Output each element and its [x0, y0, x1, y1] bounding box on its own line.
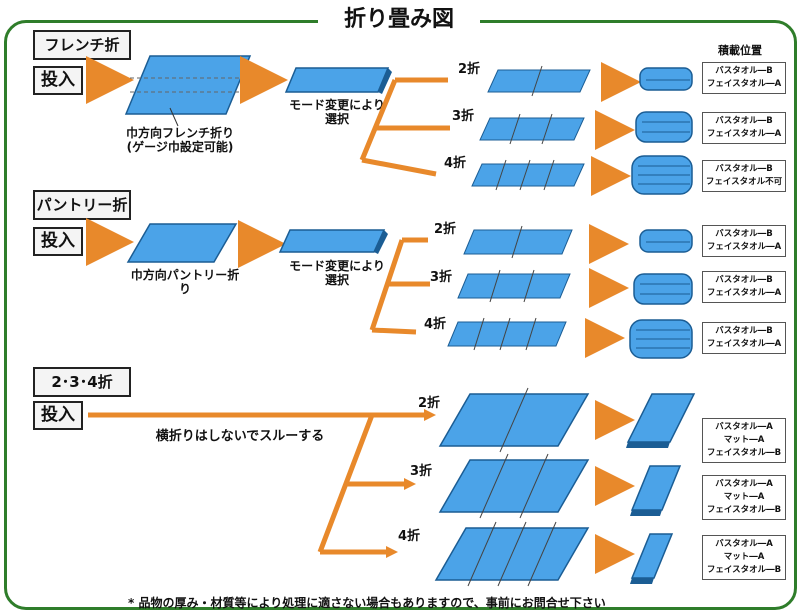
- pantry-mode-note: モード変更により 選択: [289, 259, 385, 287]
- dest-line: フェイスタオル―A: [706, 79, 782, 89]
- pantry-fold-2-strip: [463, 225, 573, 259]
- french-branch-lines: [359, 77, 450, 177]
- dest-line: バスタオル―B: [715, 326, 773, 336]
- dest-line: バスタオル―B: [715, 229, 773, 239]
- pantry-fold-4-strip: [447, 317, 567, 351]
- dest-line: バスタオル―B: [715, 66, 773, 76]
- multi-through-note: 横折りはしないでスルーする: [155, 429, 325, 444]
- dest-pantry-3: バスタオル―B フェイスタオル―A: [702, 271, 786, 303]
- multi-fold-2-label: 2折: [418, 396, 441, 411]
- dest-line: バスタオル―A: [715, 479, 773, 489]
- french-fold-2-strip: [487, 65, 591, 97]
- pantry-folded-strip: [278, 229, 388, 254]
- pantry-fold-4-label: 4折: [424, 317, 447, 332]
- dest-french-2: バスタオル―B フェイスタオル―A: [702, 62, 786, 94]
- dest-line: マット―A: [723, 552, 765, 562]
- dest-multi-3: バスタオル―A マット―A フェイスタオル―B: [702, 475, 786, 520]
- multi-stack-2: [626, 393, 696, 448]
- dest-french-3: バスタオル―B フェイスタオル―A: [702, 112, 786, 144]
- pantry-stack-3: [633, 273, 693, 305]
- pantry-fold-2-label: 2折: [434, 222, 457, 237]
- multi-fold-4-label: 4折: [398, 529, 421, 544]
- multi-fold-3-label: 3折: [410, 464, 433, 479]
- dest-line: バスタオル―B: [715, 116, 773, 126]
- pantry-branch-lines: [369, 237, 430, 335]
- pantry-fold-3-strip: [457, 269, 571, 303]
- loading-position-header: 積載位置: [718, 44, 762, 57]
- dest-line: バスタオル―A: [715, 422, 773, 432]
- multi-stack-3: [630, 465, 682, 516]
- pantry-fold-section-label: パントリー折: [33, 190, 131, 220]
- multi-fold-2-sheet: [438, 387, 590, 453]
- dest-multi-4: バスタオル―A マット―A フェイスタオル―B: [702, 535, 786, 580]
- diagram-title: 折り畳み図: [318, 4, 480, 36]
- pantry-flat-sheet: [126, 223, 238, 263]
- multi-fold-section-label: 2･3･4折: [33, 367, 131, 397]
- dest-french-4: バスタオル―B フェイスタオル不可: [702, 160, 786, 192]
- french-stack-4: [631, 155, 693, 195]
- french-stack-2: [639, 67, 693, 91]
- dest-pantry-2: バスタオル―B フェイスタオル―A: [702, 225, 786, 257]
- french-folded-strip: [284, 67, 392, 94]
- french-fold-caption: 巾方向フレンチ折り (ゲージ巾設定可能): [125, 126, 234, 154]
- dest-line: バスタオル―A: [715, 539, 773, 549]
- french-input-box: 投入: [33, 66, 83, 95]
- multi-out-arrows: [595, 400, 635, 574]
- dest-line: フェイスタオル―A: [706, 339, 782, 349]
- pantry-stack-2: [639, 229, 693, 253]
- french-out-arrows: [591, 62, 641, 196]
- pantry-stack-4: [629, 319, 693, 359]
- french-fold-2-label: 2折: [458, 62, 481, 77]
- french-fold-section-label: フレンチ折: [33, 30, 131, 60]
- french-stack-3: [635, 111, 693, 143]
- pantry-input-box: 投入: [33, 227, 83, 256]
- dest-line: マット―A: [723, 492, 765, 502]
- dest-line: フェイスタオル不可: [705, 177, 783, 187]
- pantry-out-arrows: [585, 224, 629, 358]
- dest-line: フェイスタオル―B: [706, 505, 782, 515]
- multi-stack-4: [630, 533, 674, 584]
- multi-fold-4-sheet: [434, 521, 590, 587]
- multi-fold-3-sheet: [438, 453, 590, 519]
- french-fold-4-label: 4折: [444, 156, 467, 171]
- footnote: * 品物の厚み・材質等により処理に適さない場合もありますので、事前にお問合せ下さ…: [128, 596, 606, 610]
- dest-line: フェイスタオル―B: [706, 448, 782, 458]
- multi-branch-lines: [88, 412, 430, 555]
- french-fold-4-strip: [471, 159, 585, 191]
- pantry-fold-caption: 巾方向パントリー折 り: [130, 268, 240, 296]
- dest-line: バスタオル―B: [715, 275, 773, 285]
- french-mode-note: モード変更により 選択: [289, 98, 385, 126]
- dest-line: フェイスタオル―A: [706, 288, 782, 298]
- french-fold-3-strip: [479, 113, 585, 145]
- multi-input-box: 投入: [33, 401, 83, 430]
- dest-line: バスタオル―B: [715, 164, 773, 174]
- dest-line: マット―A: [723, 435, 765, 445]
- dest-line: フェイスタオル―A: [706, 242, 782, 252]
- dest-line: フェイスタオル―A: [706, 129, 782, 139]
- dest-pantry-4: バスタオル―B フェイスタオル―A: [702, 322, 786, 354]
- dest-line: フェイスタオル―B: [706, 565, 782, 575]
- dest-multi-2: バスタオル―A マット―A フェイスタオル―B: [702, 418, 786, 463]
- french-flat-sheet: [124, 55, 252, 115]
- french-fold-3-label: 3折: [452, 109, 475, 124]
- pantry-fold-3-label: 3折: [430, 270, 453, 285]
